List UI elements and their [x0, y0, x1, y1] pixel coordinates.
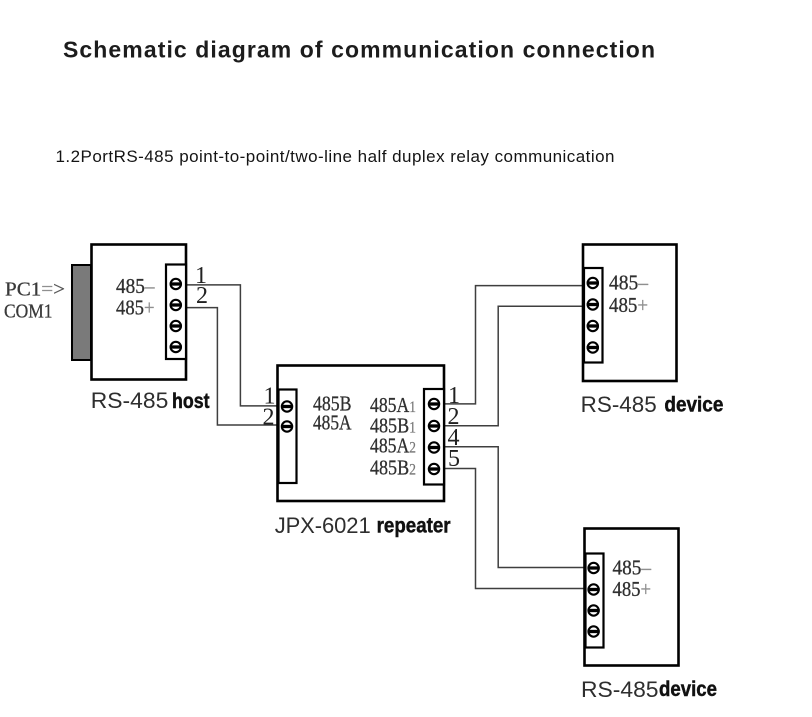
svg-text:1: 1	[264, 384, 276, 410]
svg-text:1.2PortRS-485 point-to-point/t: 1.2PortRS-485 point-to-point/two-line ha…	[56, 147, 615, 166]
svg-text:485+: 485+	[116, 296, 155, 320]
svg-text:RS-485: RS-485	[91, 388, 169, 413]
svg-text:485+: 485+	[613, 577, 652, 601]
svg-text:485–: 485–	[609, 270, 648, 294]
svg-text:2: 2	[263, 405, 275, 431]
svg-text:COM1: COM1	[4, 301, 53, 323]
svg-text:host: host	[172, 390, 210, 413]
svg-text:4: 4	[448, 425, 460, 451]
svg-text:PC1=>: PC1=>	[5, 279, 65, 301]
svg-text:JPX-6021: JPX-6021	[275, 513, 371, 538]
svg-text:485A: 485A	[313, 411, 352, 435]
svg-text:485–: 485–	[613, 556, 652, 580]
svg-text:485+: 485+	[609, 293, 648, 317]
svg-text:Schematic diagram of communica: Schematic diagram of communication conne…	[63, 37, 655, 63]
svg-text:1: 1	[448, 383, 460, 409]
svg-text:485B1: 485B1	[370, 413, 416, 437]
svg-text:2: 2	[448, 404, 460, 430]
svg-text:485B: 485B	[313, 391, 352, 415]
svg-text:485–: 485–	[116, 274, 155, 298]
svg-text:5: 5	[448, 446, 460, 472]
svg-text:485B2: 485B2	[370, 456, 416, 480]
svg-text:RS-485: RS-485	[581, 677, 659, 702]
svg-text:485A1: 485A1	[370, 393, 416, 417]
svg-text:repeater: repeater	[377, 515, 451, 538]
svg-text:device: device	[659, 678, 717, 701]
svg-text:device: device	[664, 394, 723, 417]
svg-text:2: 2	[196, 283, 208, 309]
svg-text:485A2: 485A2	[370, 433, 416, 457]
svg-text:1: 1	[195, 263, 207, 289]
svg-text:RS-485: RS-485	[581, 392, 657, 417]
